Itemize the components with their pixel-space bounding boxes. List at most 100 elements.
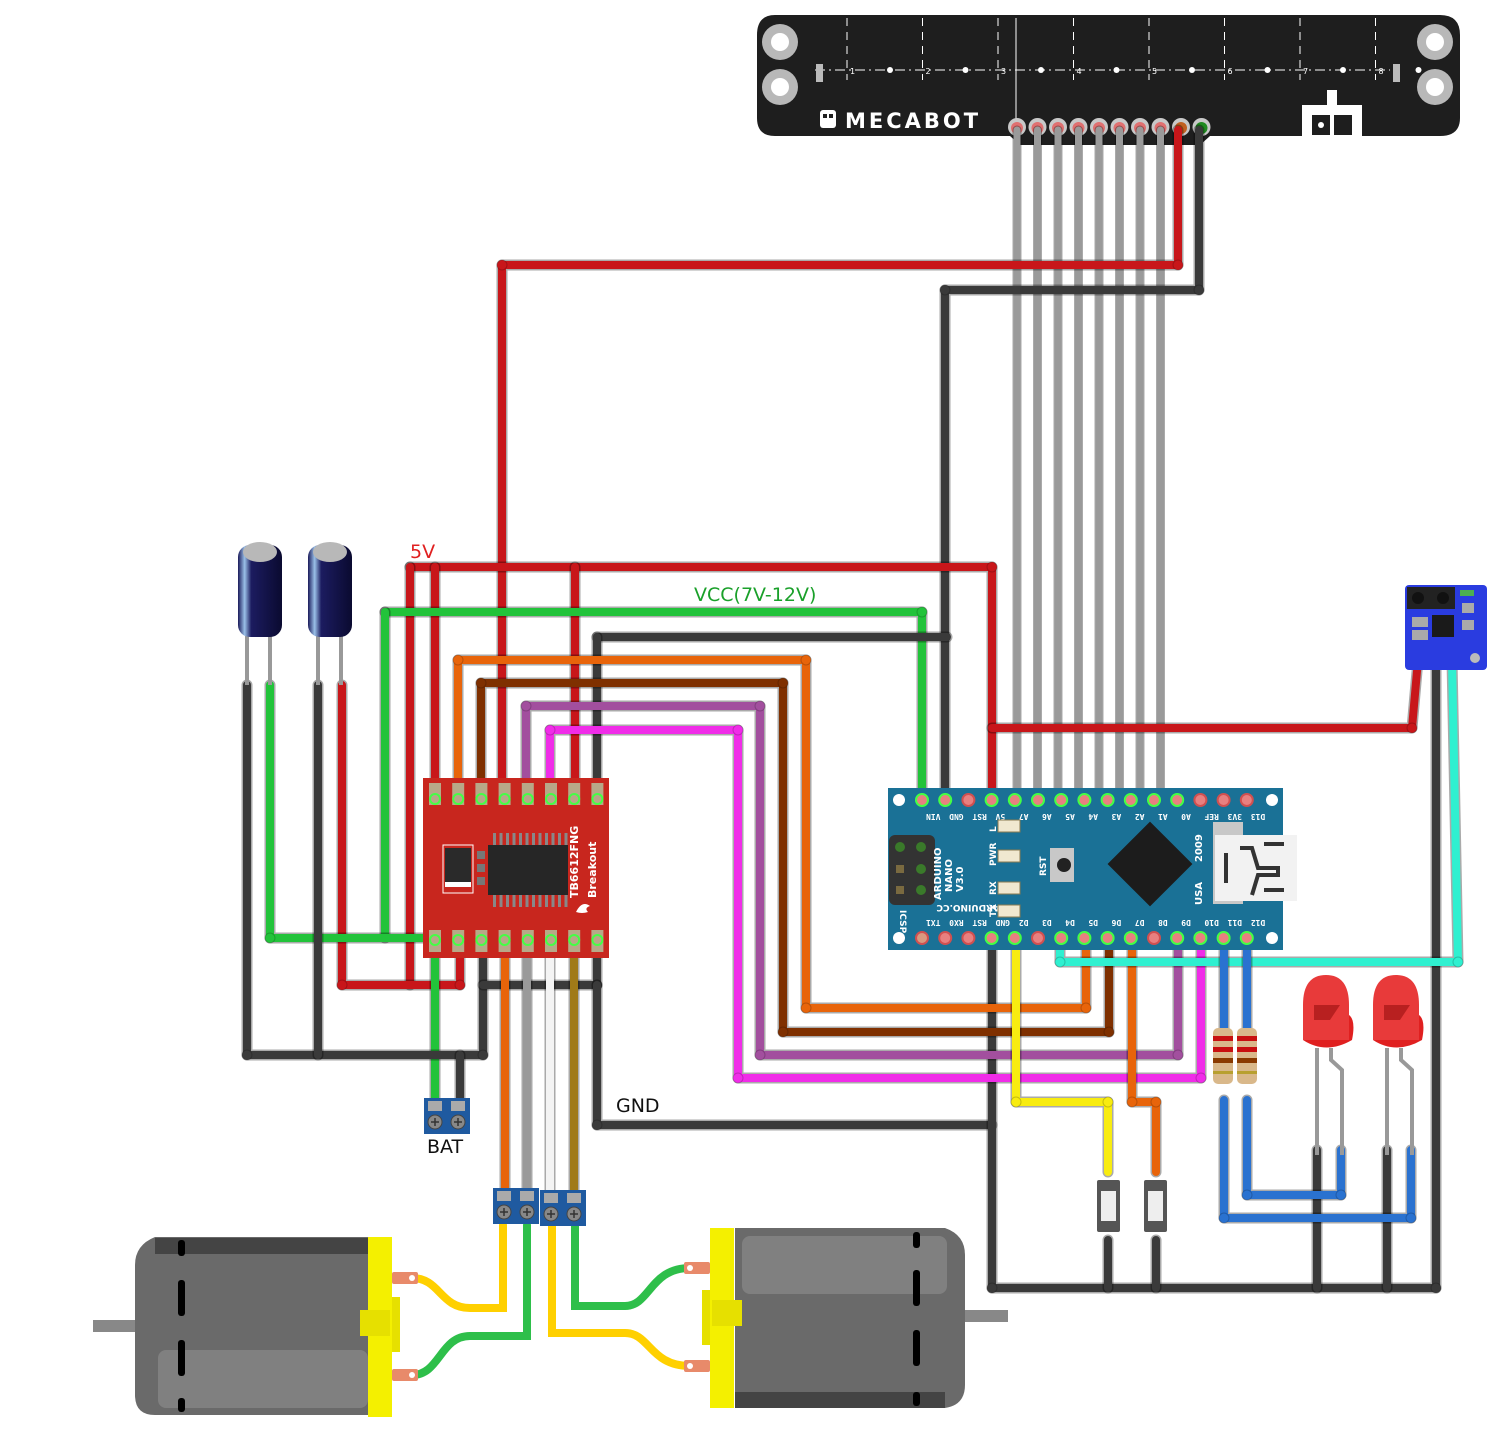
led-red-2 xyxy=(1373,975,1424,1155)
led-label-pwr: PWR xyxy=(989,842,999,866)
motor-a-terminal-block xyxy=(493,1188,539,1224)
button2-signal-wire xyxy=(1128,936,1160,1176)
driver-pin xyxy=(568,934,581,946)
arduino-pin-d4 xyxy=(1054,931,1069,945)
arduino-pin-label: D10 xyxy=(1204,918,1219,927)
arduino-pin-label: A0 xyxy=(1181,812,1191,821)
cap-positive-wire xyxy=(338,681,464,989)
arduino-pin-label: D8 xyxy=(1158,918,1168,927)
arduino-pin-a2 xyxy=(1123,793,1138,807)
wires xyxy=(241,124,1464,1379)
push-button-2[interactable] xyxy=(1144,1180,1167,1232)
arduino-pin-d12 xyxy=(1239,931,1254,945)
arduino-pin-a0 xyxy=(1170,793,1185,807)
arduino-pin-label: GND xyxy=(949,812,964,821)
ir-sensor-module xyxy=(1405,585,1487,670)
arduino-name-line2: NANO xyxy=(944,859,955,892)
arduino-pin-tx1 xyxy=(915,931,929,945)
arduino-pin-label: D5 xyxy=(1088,918,1098,927)
arduino-pin-gnd xyxy=(984,931,999,945)
motor-left-wire-b xyxy=(408,1221,531,1379)
sensor-number: 7 xyxy=(1303,67,1308,76)
cap-gnd-wire xyxy=(243,681,487,1059)
usb-mini-port[interactable] xyxy=(1213,822,1297,904)
rst-label: RST xyxy=(1039,856,1049,876)
status-leds xyxy=(997,819,1021,918)
arduino-pin-vin xyxy=(915,793,929,807)
sensor-connector-icon xyxy=(1302,90,1362,137)
arduino-pin-label: RST xyxy=(972,918,987,927)
arduino-pin-d13 xyxy=(1239,793,1254,807)
driver-pin xyxy=(568,793,581,805)
dc-motor-right xyxy=(684,1228,1008,1408)
sensor-number: 8 xyxy=(1379,67,1384,76)
label-vcc: VCC(7V-12V) xyxy=(694,584,816,606)
motor-b-terminal-block xyxy=(540,1190,586,1226)
arduino-pin-label: D12 xyxy=(1251,918,1266,927)
arduino-site-label: ARDUINO.CC xyxy=(936,902,1000,912)
led-label-rx: RX xyxy=(989,881,999,895)
arduino-pin-label: A5 xyxy=(1065,812,1075,821)
driver-pin xyxy=(521,793,534,805)
arduino-pin-label: A1 xyxy=(1158,812,1168,821)
arduino-pin-label: A7 xyxy=(1019,812,1029,821)
push-button-1[interactable] xyxy=(1097,1180,1120,1232)
driver-pin xyxy=(452,934,465,946)
arduino-pin-a5 xyxy=(1054,793,1069,807)
motor-right-wire-a xyxy=(571,1221,694,1310)
motor-left-wire-a xyxy=(408,1221,507,1312)
capacitor-1 xyxy=(238,542,282,685)
arduino-pin-label: D6 xyxy=(1111,918,1121,927)
ir-signal-wire xyxy=(1056,656,1462,966)
arduino-pin-label: D2 xyxy=(1019,918,1029,927)
arduino-pin-rst xyxy=(961,931,976,945)
reset-button[interactable] xyxy=(1050,848,1074,882)
driver-pin xyxy=(475,934,488,946)
arduino-pin-label: D13 xyxy=(1251,812,1266,821)
arduino-pin-5v xyxy=(984,793,999,807)
gnd-return-wire xyxy=(988,656,1440,1292)
dc-motor-left xyxy=(93,1237,418,1417)
driver-pin xyxy=(475,793,488,805)
driver-pin xyxy=(498,934,511,946)
year-label: 2009 xyxy=(1194,834,1205,862)
arduino-pin-label: RST xyxy=(972,812,987,821)
arduino-pin-label: D11 xyxy=(1227,918,1242,927)
driver-name: TB6612FNG xyxy=(568,826,581,898)
arduino-pin-a3 xyxy=(1100,793,1115,807)
arduino-pin-label: GND xyxy=(995,918,1010,927)
arduino-pin-label: D4 xyxy=(1065,918,1075,927)
arduino-pin-a7 xyxy=(1007,793,1022,807)
arduino-pin-label: TX1 xyxy=(926,918,941,927)
arduino-pin-rst xyxy=(961,793,976,807)
arduino-pin-d9 xyxy=(1170,931,1185,945)
arduino-pin-a6 xyxy=(1031,793,1045,807)
arduino-pin-d5 xyxy=(1077,931,1092,945)
resistor-2 xyxy=(1237,1028,1257,1084)
bin2-wire xyxy=(546,726,1205,1082)
mounting-hole xyxy=(762,24,1453,105)
driver-pin xyxy=(429,793,441,805)
led2-anode-wire xyxy=(1220,1096,1415,1222)
driver-pin xyxy=(498,793,511,805)
capacitor-2 xyxy=(308,542,352,685)
arduino-pin-label: RX0 xyxy=(949,918,964,927)
button1-signal-wire xyxy=(1012,936,1112,1176)
led-red-1 xyxy=(1303,975,1354,1155)
country-label: USA xyxy=(1194,882,1205,905)
led-label-tx: TX xyxy=(989,904,999,917)
resistor-1 xyxy=(1213,1028,1233,1084)
sparkfun-flame-icon xyxy=(576,904,590,913)
led1-anode-wire xyxy=(1243,1096,1345,1199)
ain2-wire xyxy=(477,679,1113,1036)
sensor-number: 6 xyxy=(1228,67,1233,76)
arduino-pin-ref xyxy=(1193,793,1208,807)
driver-pin xyxy=(545,934,557,946)
arduino-pin-label: D9 xyxy=(1181,918,1191,927)
arduino-pin-d6 xyxy=(1100,931,1115,945)
arduino-pin-gnd xyxy=(938,793,953,807)
arduino-name-line3: V3.0 xyxy=(955,867,966,892)
